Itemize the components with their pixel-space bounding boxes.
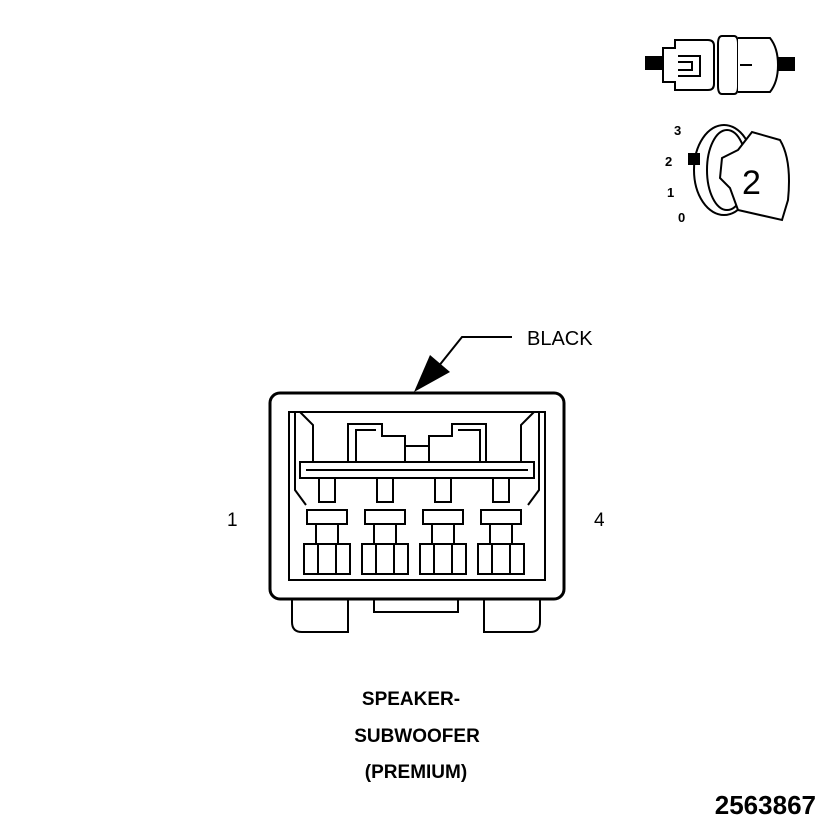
pin-number-last: 4 [594,510,605,531]
connector-color-label: BLACK [527,328,593,350]
caption-line-1: SPEAKER- [362,689,460,710]
position-label-0: 0 [678,210,685,225]
caption-line-2: SUBWOOFER [354,726,480,747]
terminal-cavity-2 [361,477,409,575]
component-caption: SPEAKER- SUBWOOFER (PREMIUM) [354,689,480,783]
color-callout: BLACK [414,328,593,392]
position-label-1: 1 [667,185,674,200]
figure-number: 2563867 [715,790,816,820]
connector-mating-icon [645,35,795,95]
connector-face [268,391,566,633]
pin-number-first: 1 [227,510,238,531]
terminal-cavity-1 [303,477,351,575]
terminal-cavity-3 [419,477,467,575]
caption-line-3: (PREMIUM) [365,762,467,783]
key-number: 2 [742,164,761,202]
position-label-3: 3 [674,123,681,138]
terminal-cavity-4 [477,477,525,575]
position-label-2: 2 [665,154,672,169]
lock-position-icon: 3 2 1 0 2 [665,123,790,225]
